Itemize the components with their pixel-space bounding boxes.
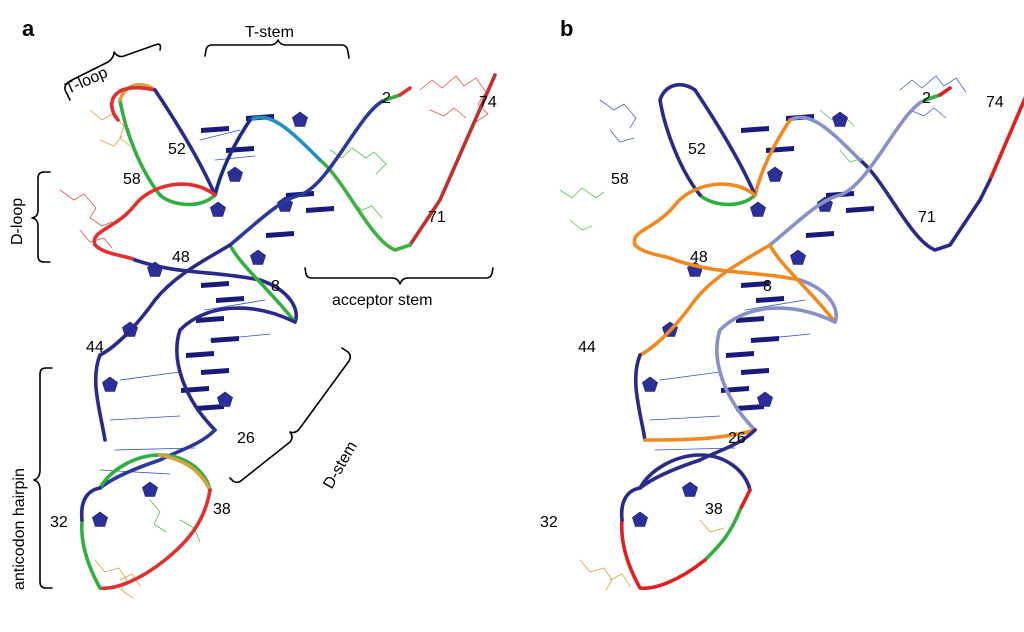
backbone-ribbon-b xyxy=(619,83,1024,591)
residue-58-label-a: 58 xyxy=(123,171,141,188)
residue-numbers-b: 2 74 52 58 71 48 8 44 26 32 38 xyxy=(540,90,1004,531)
d-loop-label: D-loop xyxy=(9,198,26,245)
residue-8-label-b: 8 xyxy=(763,278,772,295)
anticodon-hairpin-brace xyxy=(33,367,53,589)
d-loop-brace xyxy=(31,171,51,263)
residue-48-label-b: 48 xyxy=(690,249,708,266)
residue-8-label-a: 8 xyxy=(271,278,280,295)
residue-71-label-a: 71 xyxy=(428,209,446,226)
acceptor-stem-brace xyxy=(304,267,494,285)
panel-b: b xyxy=(540,16,1024,591)
t-loop-label: T-loop xyxy=(63,64,111,98)
backbone-ribbon-a xyxy=(79,73,497,591)
residue-58-label-b: 58 xyxy=(611,171,629,188)
panel-a-letter: a xyxy=(22,16,35,41)
residue-2-label-b: 2 xyxy=(922,90,931,107)
d-stem-brace xyxy=(229,347,352,484)
residue-2-label-a: 2 xyxy=(382,90,391,107)
residue-44-label-a: 44 xyxy=(86,339,104,356)
atom-wireframe-b xyxy=(559,75,967,591)
residue-32-label-b: 32 xyxy=(540,514,558,531)
residue-52-label-a: 52 xyxy=(168,141,186,158)
residue-38-label-a: 38 xyxy=(213,501,231,518)
t-stem-label: T-stem xyxy=(245,24,294,41)
residue-71-label-b: 71 xyxy=(918,209,936,226)
t-stem-brace xyxy=(204,39,350,59)
residue-74-label-a: 74 xyxy=(479,94,497,111)
d-stem-label: D-stem xyxy=(320,439,361,492)
panel-a: a xyxy=(9,16,497,599)
residue-numbers-a: 2 74 52 58 71 48 8 44 26 32 38 xyxy=(50,90,497,531)
residue-26-label-b: 26 xyxy=(728,430,746,447)
t-loop-brace xyxy=(64,43,162,101)
residue-26-label-a: 26 xyxy=(237,430,255,447)
residue-74-label-b: 74 xyxy=(986,94,1004,111)
panel-b-letter: b xyxy=(560,16,573,41)
anticodon-hairpin-label: anticodon hairpin xyxy=(11,468,28,590)
residue-44-label-b: 44 xyxy=(578,339,596,356)
residue-52-label-b: 52 xyxy=(688,141,706,158)
acceptor-stem-label: acceptor stem xyxy=(332,292,432,309)
residue-38-label-b: 38 xyxy=(705,501,723,518)
residue-32-label-a: 32 xyxy=(50,514,68,531)
residue-48-label-a: 48 xyxy=(172,249,190,266)
